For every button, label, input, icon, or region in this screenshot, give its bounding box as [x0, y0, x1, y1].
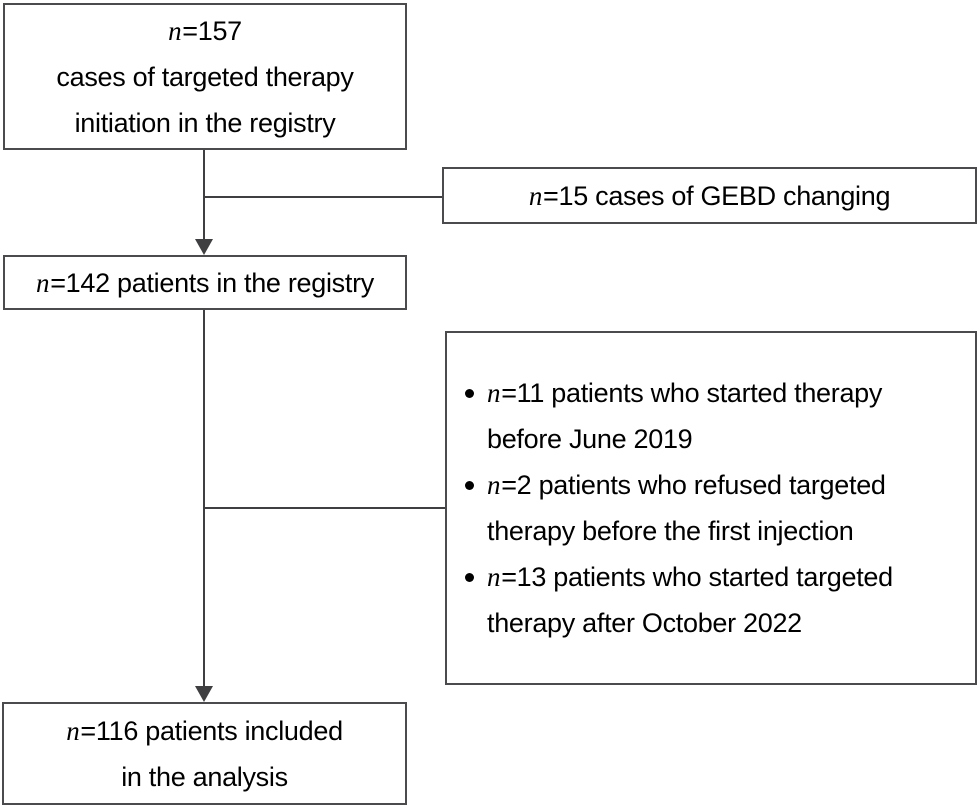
bullet-icon [465, 481, 474, 490]
n-symbol: n [168, 15, 182, 46]
box-text: therapy after October 2022 [487, 608, 802, 638]
list-item: n=13 patients who started targeted thera… [465, 554, 893, 646]
box-patients-registry: n=142 patients in the registry [3, 255, 407, 310]
list-item: n=2 patients who refused targeted therap… [465, 462, 886, 554]
n-symbol: n [487, 562, 501, 592]
box-text: =13 patients who started targeted [501, 562, 893, 592]
bullet-text: n=13 patients who started targeted thera… [487, 554, 893, 646]
box-included-analysis: n=116 patients included in the analysis [2, 702, 407, 805]
box-text-line: therapy after October 2022 [487, 600, 893, 646]
box-text-line: therapy before the first injection [487, 508, 886, 554]
bullet-text: n=11 patients who started therapy before… [487, 370, 882, 462]
list-item: n=11 patients who started therapy before… [465, 370, 882, 462]
box-text-line: initiation in the registry [75, 100, 336, 146]
box-text: before June 2019 [487, 424, 693, 454]
box-text-line: n=2 patients who refused targeted [487, 462, 886, 508]
n-symbol: n [528, 180, 543, 211]
box-text-line: n=157 [168, 8, 242, 54]
n-symbol: n [66, 715, 80, 746]
box-text-line: cases of targeted therapy [56, 54, 353, 100]
arrowhead-down-icon [195, 239, 213, 255]
box-gebd-changing: n=15 cases of GEBD changing [442, 167, 977, 224]
box-text: therapy before the first injection [487, 516, 854, 546]
box-text: initiation in the registry [74, 107, 336, 138]
box-text-line: n=142 patients in the registry [36, 260, 374, 306]
box-text-line: in the analysis [121, 754, 288, 800]
box-text: =157 [182, 15, 242, 46]
box-text: =11 patients who started therapy [501, 378, 883, 408]
bullet-icon [465, 573, 474, 582]
box-text-line: n=116 patients included [66, 708, 343, 754]
connector-branch-gebd [203, 196, 443, 198]
box-text: in the analysis [121, 761, 288, 792]
box-text-line: n=11 patients who started therapy [487, 370, 882, 416]
box-text-line: n=13 patients who started targeted [487, 554, 893, 600]
n-symbol: n [36, 267, 50, 298]
n-symbol: n [487, 378, 501, 408]
box-exclusions-list: n=11 patients who started therapy before… [445, 331, 977, 685]
bullet-text: n=2 patients who refused targeted therap… [487, 462, 886, 554]
bullet-icon [465, 389, 474, 398]
connector-branch-exclusions [203, 507, 446, 509]
box-text-line: before June 2019 [487, 416, 882, 462]
box-initiation-cases: n=157 cases of targeted therapy initiati… [3, 3, 407, 150]
connector-vertical-2 [203, 310, 205, 688]
box-text: =2 patients who refused targeted [501, 470, 886, 500]
box-text: =142 patients in the registry [50, 267, 374, 298]
box-text: =116 patients included [80, 715, 343, 746]
box-text-line: n=15 cases of GEBD changing [528, 173, 891, 219]
box-text: =15 cases of GEBD changing [543, 180, 891, 211]
arrowhead-down-icon [195, 686, 213, 702]
box-text: cases of targeted therapy [56, 61, 354, 92]
n-symbol: n [487, 470, 501, 500]
